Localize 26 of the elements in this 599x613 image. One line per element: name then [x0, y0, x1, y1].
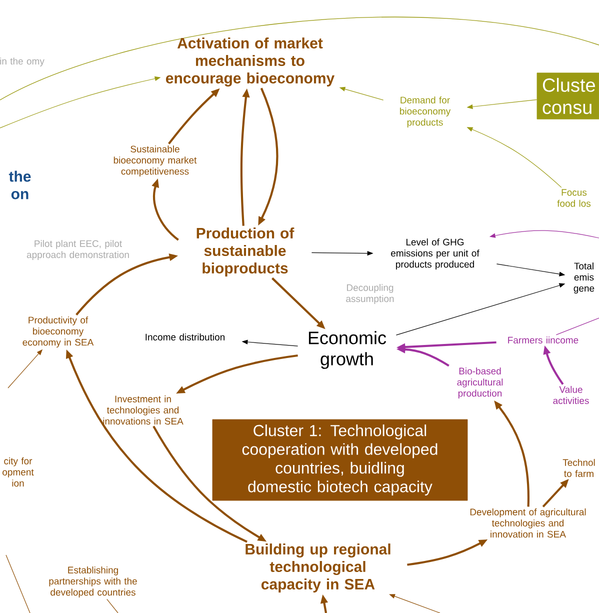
- node-label: Focus food los: [557, 189, 591, 207]
- node-label: Bio-based agricultural production: [457, 367, 503, 399]
- node-label: Building up regional technological capacity in SEA: [246, 544, 390, 592]
- node-label: Establishing partnerships with the developed countries: [49, 566, 137, 598]
- node-label: Production of sustainable bioproducts: [196, 228, 294, 276]
- node-label: Level of GHG emissions per unit of products produced: [391, 238, 480, 270]
- node-label: Activation of market mechanisms to encourage bioeconomy: [166, 37, 335, 87]
- node-label: city for opment ion: [2, 457, 34, 487]
- node-label: Productivity of bioeconomy economy in SEA: [22, 316, 94, 348]
- arrow: [389, 594, 440, 613]
- cluster-title: the on: [8, 170, 31, 200]
- node-label: Sustainable bioeconomy market competitiveness: [114, 145, 197, 177]
- cluster-box: Cluste consu: [536, 72, 599, 120]
- node-label: Income distribution: [146, 334, 224, 340]
- note-text: Decoupling assumption: [346, 284, 394, 304]
- node-label: Total emis gene: [574, 262, 594, 294]
- node-label: Value activities: [553, 386, 589, 404]
- node-label: Farmers iincome: [508, 336, 578, 344]
- note-text: in the omy: [0, 58, 44, 66]
- node-label: Economic growth: [308, 331, 386, 369]
- node-label: Development of agricultural technologies and innovation in SEA: [470, 508, 586, 538]
- node-label: Demand for bioeconomy products: [400, 96, 451, 128]
- note-text: Pilot plant EEC, pilot approach demonstration: [26, 240, 129, 260]
- node-label: Technol to farm: [562, 458, 595, 478]
- cluster-box: Cluster 1: Technological cooperation with developed countries, buidling domestic biotech capacity: [212, 419, 468, 501]
- node-label: Investment in technologies and innovations in SEA: [103, 395, 184, 425]
